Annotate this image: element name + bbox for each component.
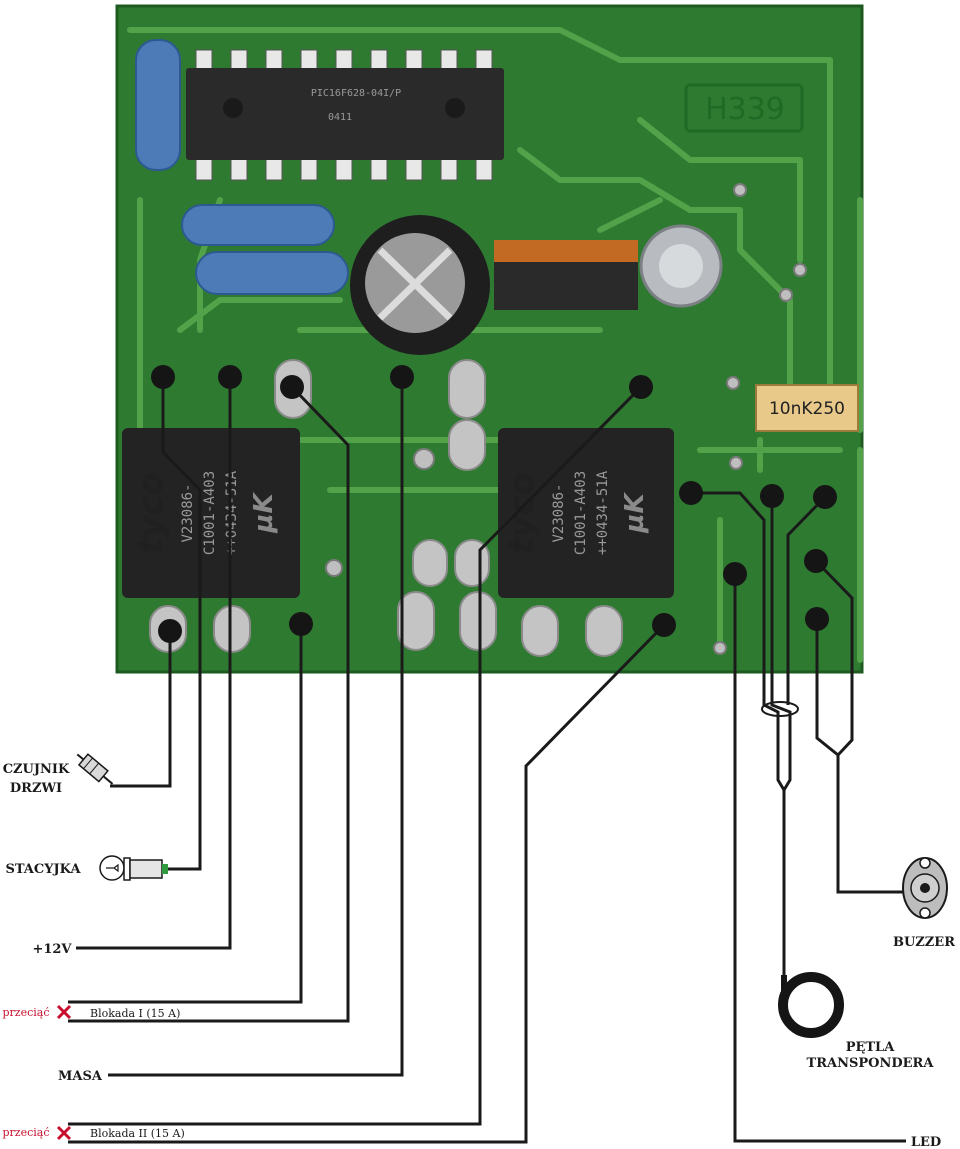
film-capacitor: 10nK250 (755, 384, 859, 432)
relay-2-brand: tyco (502, 472, 542, 554)
door-switch-icon (76, 753, 114, 785)
cut-cross-icon (56, 1125, 72, 1141)
power-label: +12V (32, 942, 72, 957)
relay-1-marking-3: ++0434-51A (224, 470, 240, 555)
lock-2-label: Blokada II (15 A) (90, 1127, 185, 1140)
led-label: LED (911, 1135, 941, 1149)
board-id-label: H339 (705, 92, 785, 127)
loop-group: PĘTLA TRANSPONDERA (778, 972, 935, 1071)
ignition-label: STACYJKA (5, 862, 81, 877)
wire-lock-1-a (68, 624, 303, 1004)
solder-points (151, 365, 837, 643)
door-sensor-label-line1: CZUJNIK (3, 762, 70, 777)
wire-loop-c (786, 495, 827, 705)
pcb-board: H339 PIC16F628-04I/P 0411 (115, 4, 864, 674)
loop-label-line1: PĘTLA (846, 1040, 895, 1055)
relay-1-brand: tyco (131, 472, 171, 554)
loop-label-line2: TRANSPONDERA (807, 1056, 935, 1071)
relay-2-maker-mark: µK (620, 492, 650, 534)
capacitor-marking: 10nK250 (769, 399, 845, 419)
wire-power (76, 377, 232, 950)
cut-cross-icon (56, 1004, 72, 1020)
relay-1: tyco V23086- C1001-A403 ++0434-51A µK (122, 428, 300, 598)
wire-tie (761, 701, 799, 717)
relay-1-maker-mark: µK (249, 492, 279, 534)
ground-label: MASA (58, 1069, 103, 1084)
blue-capacitor (135, 39, 181, 171)
wire-buzzer-a (814, 559, 854, 757)
lock-1-cut-label: przeciąć (2, 1006, 49, 1019)
wire-lock-2-a (68, 385, 643, 1126)
lock-1-group: przeciąć Blokada I (15 A) (2, 1004, 180, 1020)
wire-lock-1-b (68, 385, 350, 1023)
blue-capacitor (195, 251, 349, 295)
buzzer-icon (902, 857, 948, 919)
lock-2-cut-label: przeciąć (2, 1126, 49, 1139)
relay-1-marking-2: C1001-A403 (202, 471, 218, 555)
relay-2-marking-1: V23086- (551, 483, 567, 542)
relay-2-marking-3: ++0434-51A (595, 470, 611, 555)
door-sensor-label-line2: DRZWI (10, 781, 62, 796)
blue-capacitor (181, 204, 335, 246)
wire-ignition (161, 377, 202, 871)
relay-2-marking-2: C1001-A403 (573, 471, 589, 555)
electrolytic-capacitor (350, 215, 490, 355)
relay-1-marking-1: V23086- (180, 483, 196, 542)
ignition-key-icon (99, 855, 168, 881)
wire-ground (108, 377, 404, 1077)
ic-marking-line1: PIC16F628-04I/P (311, 88, 401, 99)
wire-loop-b (770, 496, 792, 791)
door-sensor-group: CZUJNIK DRZWI (3, 753, 114, 796)
buzzer-group: BUZZER (893, 857, 955, 950)
wire-door-sensor (110, 631, 172, 788)
relay-2: tyco V23086- C1001-A403 ++0434-51A µK (498, 428, 674, 598)
buzzer-label: BUZZER (893, 935, 955, 950)
transponder-loop-icon (778, 972, 844, 1038)
wire-buzzer (836, 755, 904, 894)
wire-lock-2-b (68, 623, 666, 1144)
wire-buzzer-b (815, 619, 839, 757)
microcontroller-chip: PIC16F628-04I/P 0411 (186, 49, 504, 181)
ic-marking-line2: 0411 (328, 112, 352, 123)
wire-led (733, 574, 906, 1143)
lock-2-group: przeciąć Blokada II (15 A) (2, 1125, 185, 1141)
ignition-group: STACYJKA (5, 855, 168, 881)
lock-1-label: Blokada I (15 A) (90, 1007, 180, 1020)
